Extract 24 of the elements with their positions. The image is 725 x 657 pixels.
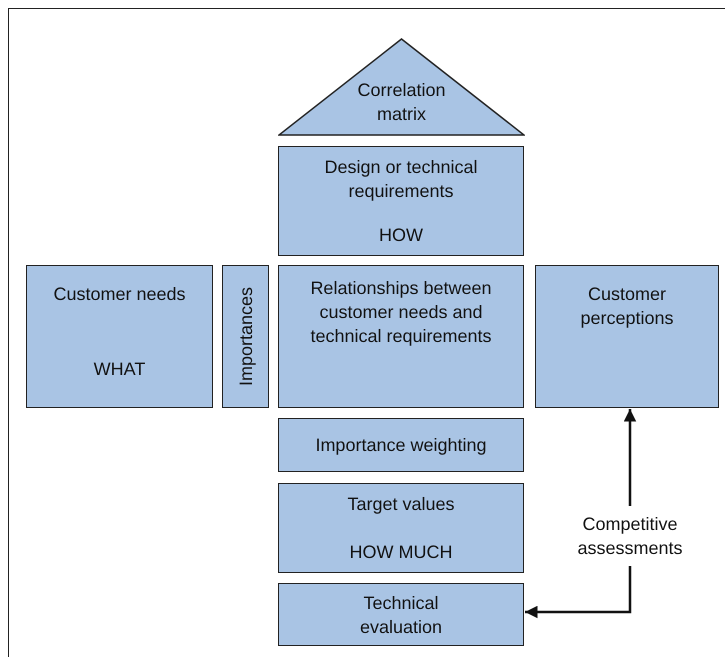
technical-evaluation-box	[278, 583, 524, 646]
box-label: Customer needs	[53, 283, 186, 306]
box-label: Correlation matrix	[356, 79, 447, 126]
box-label: HOW MUCH	[350, 541, 452, 564]
box-label: Importances	[234, 286, 257, 386]
importance-weighting-box	[278, 418, 524, 472]
box-label: Importance weighting	[315, 434, 487, 457]
importances-box	[222, 265, 269, 408]
annotation-text: Competitive assessments	[576, 513, 684, 560]
box-label: Target values	[347, 493, 455, 516]
box-label: HOW	[378, 224, 424, 247]
requirements-box	[278, 146, 524, 256]
relationships-box	[278, 265, 524, 408]
target-values-box	[278, 483, 524, 573]
box-label: Technical evaluation	[358, 592, 444, 638]
customer-needs-box	[26, 265, 213, 408]
box-label: Customer perceptions	[579, 283, 675, 330]
box-label: WHAT	[94, 358, 146, 381]
correlation-triangle	[278, 38, 525, 136]
customer-perceptions-box	[535, 265, 719, 408]
box-label: Relationships between customer needs and technical requirements	[309, 277, 493, 348]
box-label: Design or technical requirements	[323, 156, 479, 203]
arrow	[525, 566, 632, 618]
arrow	[624, 409, 636, 506]
